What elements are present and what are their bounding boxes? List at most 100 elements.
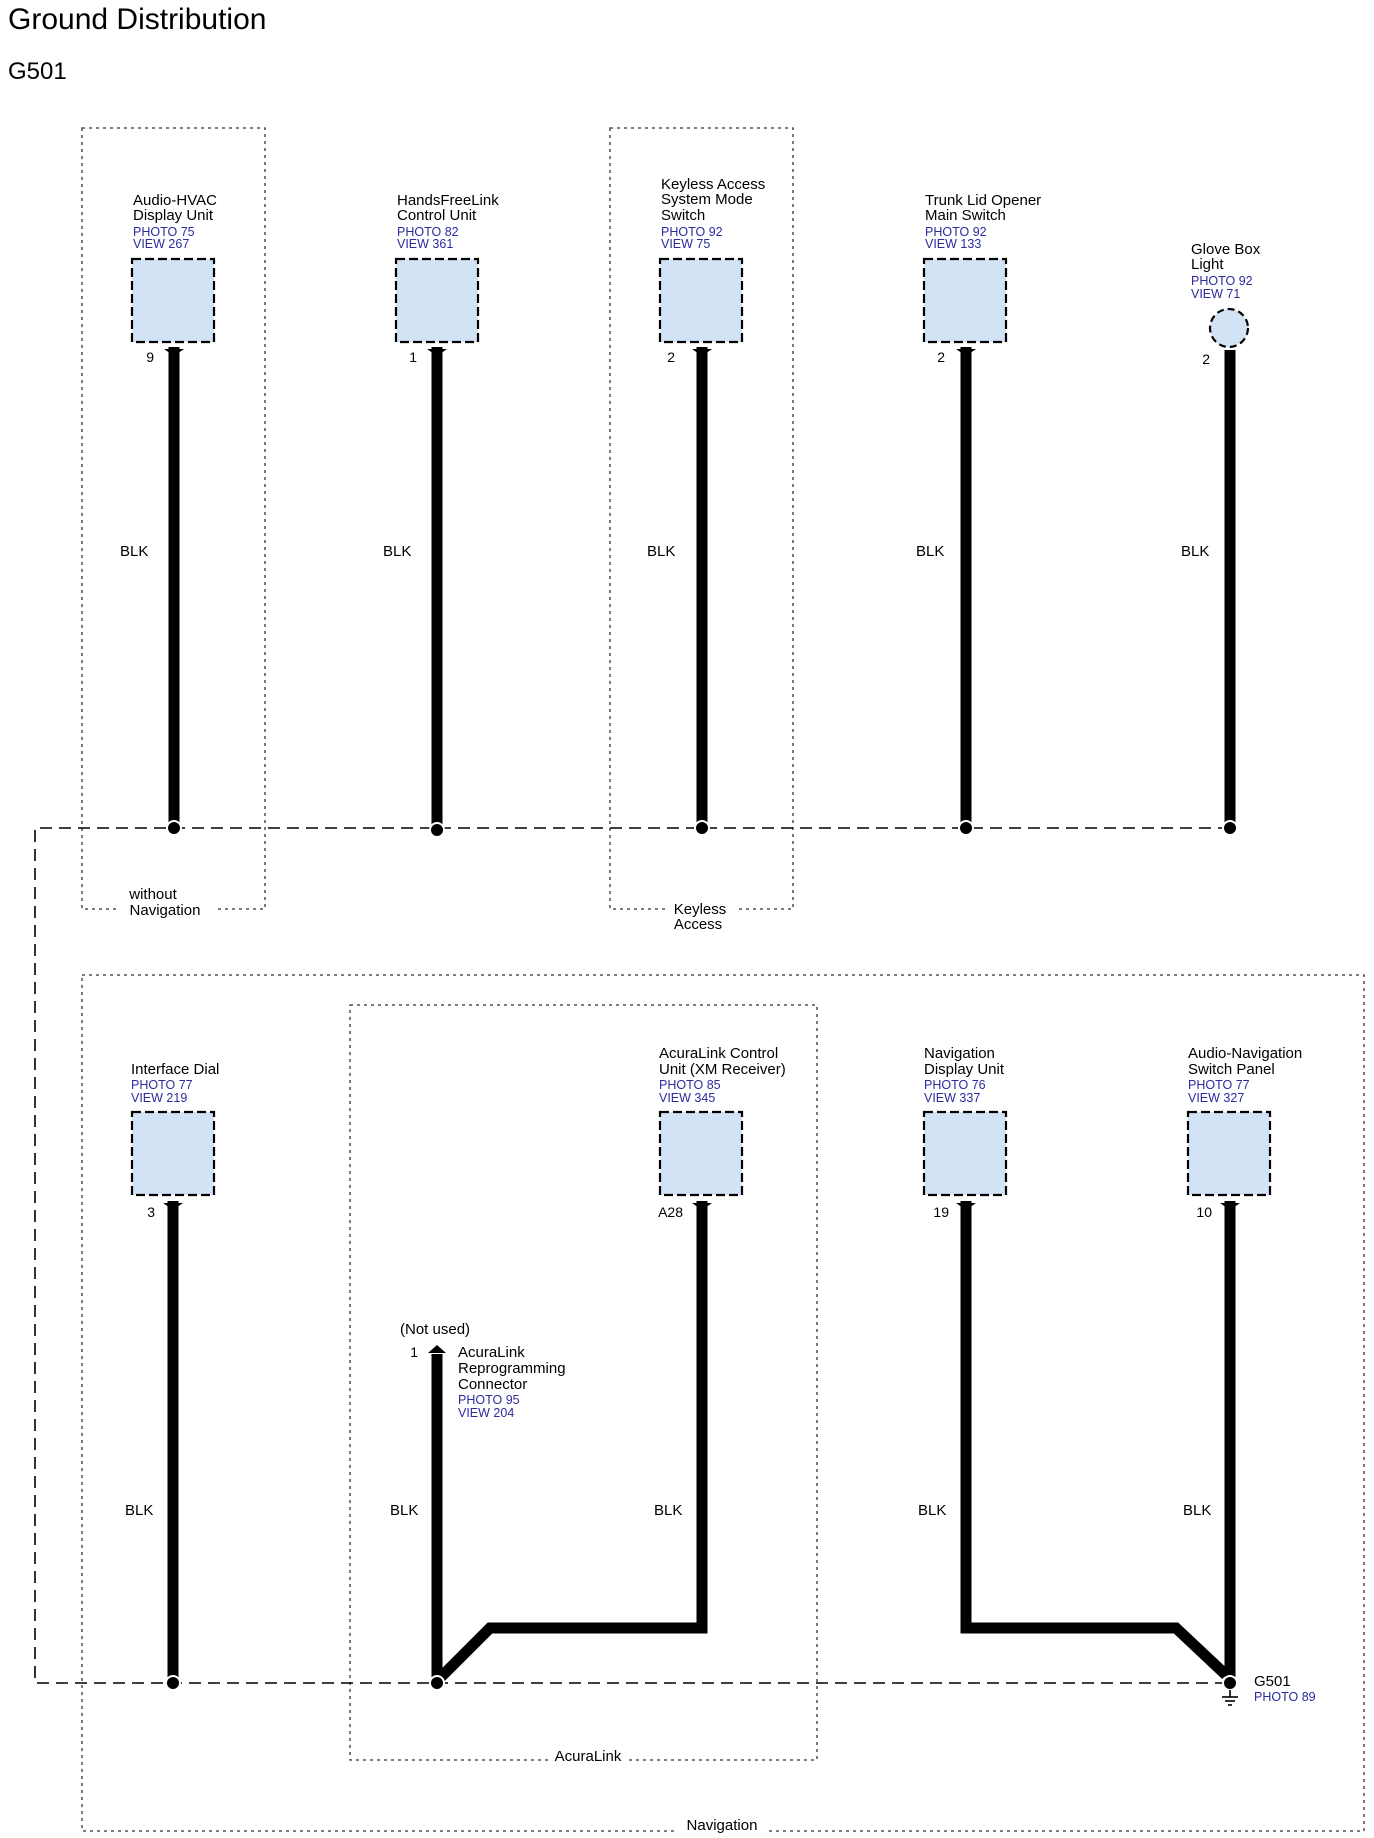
glovebox-connector (1208, 307, 1250, 349)
glovebox-name-line2: Light (1191, 256, 1224, 273)
keyless-photo-ref: PHOTO 92 (661, 225, 723, 239)
navigation-display-unit: Navigation Display Unit PHOTO 76 VIEW 33… (918, 1045, 1230, 1680)
keyless-access-label-1: Keyless (674, 901, 727, 918)
audio-nav-pin: 10 (1196, 1204, 1212, 1220)
trunk-photo-ref: PHOTO 92 (925, 225, 987, 239)
ground-name: G501 (1254, 1673, 1291, 1690)
trunk-splice (958, 820, 974, 836)
audio-hvac-view-ref: VIEW 267 (133, 237, 189, 251)
trunk-name-line1: Trunk Lid Opener (925, 192, 1041, 209)
keyless-pin: 2 (667, 349, 675, 365)
keyless-name-line2: System Mode (661, 191, 753, 208)
reprog-name-line2: Reprogramming (458, 1360, 566, 1377)
interface-dial-photo-ref: PHOTO 77 (131, 1078, 193, 1092)
keyless-access-switch: Keyless Access System Mode Switch PHOTO … (647, 176, 765, 836)
reprog-view-ref: VIEW 204 (458, 1406, 514, 1420)
reprog-name-line3: Connector (458, 1376, 527, 1393)
trunk-wire-color: BLK (916, 543, 944, 560)
glovebox-view-ref: VIEW 71 (1191, 287, 1240, 301)
ground-splice (1222, 1675, 1238, 1691)
navigation-box (81, 974, 1365, 1832)
acuralink-view-ref: VIEW 345 (659, 1091, 715, 1105)
keyless-access-box (609, 127, 794, 910)
audio-nav-name-line2: Switch Panel (1188, 1061, 1275, 1078)
acuralink-name-line1: AcuraLink Control (659, 1045, 778, 1062)
handsfreelink-view-ref: VIEW 361 (397, 237, 453, 251)
audio-hvac-name-line2: Display Unit (133, 207, 214, 224)
keyless-splice (694, 820, 710, 836)
keyless-name-line3: Switch (661, 207, 705, 224)
trunk-pin: 2 (937, 349, 945, 365)
reprog-splice (429, 1675, 445, 1691)
nav-display-connector (922, 1110, 1008, 1197)
acuralink-name-line2: Unit (XM Receiver) (659, 1061, 786, 1078)
glove-box-light: Glove Box Light PHOTO 92 VIEW 71 2 BLK (1181, 241, 1261, 836)
reprog-wire-color: BLK (390, 1502, 418, 1519)
nav-display-name-line1: Navigation (924, 1045, 995, 1062)
handsfreelink-name-line1: HandsFreeLink (397, 192, 499, 209)
glovebox-wire-color: BLK (1181, 543, 1209, 560)
acuralink-photo-ref: PHOTO 85 (659, 1078, 721, 1092)
handsfreelink-wire-color: BLK (383, 543, 411, 560)
handsfreelink-pin: 1 (409, 349, 417, 365)
reprog-photo-ref: PHOTO 95 (458, 1393, 520, 1407)
without-navigation-box (81, 127, 266, 910)
keyless-connector (658, 257, 744, 344)
reprog-name-line1: AcuraLink (458, 1344, 525, 1361)
keyless-access-label-2: Access (674, 916, 722, 933)
acuralink-box (349, 1004, 818, 1761)
handsfreelink-photo-ref: PHOTO 82 (397, 225, 459, 239)
audio-navigation-switch-panel: Audio-Navigation Switch Panel PHOTO 77 V… (1183, 1045, 1302, 1683)
page-subtitle: G501 (8, 58, 67, 85)
audio-nav-name-line1: Audio-Navigation (1188, 1045, 1302, 1062)
nav-display-name-line2: Display Unit (924, 1061, 1005, 1078)
keyless-name-line1: Keyless Access (661, 176, 765, 193)
interface-dial-connector (130, 1110, 216, 1197)
reprog-not-used-note: (Not used) (400, 1321, 470, 1338)
without-navigation-label-2: Navigation (130, 902, 201, 919)
audio-nav-wire-color: BLK (1183, 1502, 1211, 1519)
page-title: Ground Distribution (8, 3, 266, 36)
interface-dial-pin: 3 (147, 1204, 155, 1220)
keyless-view-ref: VIEW 75 (661, 237, 710, 251)
reprog-pin: 1 (410, 1344, 418, 1360)
nav-display-view-ref: VIEW 337 (924, 1091, 980, 1105)
handsfreelink-connector (394, 257, 480, 344)
interface-dial-view-ref: VIEW 219 (131, 1091, 187, 1105)
acuralink-wire (437, 1201, 708, 1681)
nav-display-wire-color: BLK (918, 1502, 946, 1519)
trunk-connector (922, 257, 1008, 344)
acuralink-wire-color: BLK (654, 1502, 682, 1519)
audio-hvac-wire-color: BLK (120, 543, 148, 560)
acuralink-reprogramming-connector: (Not used) 1 AcuraLink Reprogramming Con… (390, 1321, 566, 1691)
nav-display-pin: 19 (933, 1204, 949, 1220)
handsfreelink-name-line2: Control Unit (397, 207, 477, 224)
trunk-lid-opener-switch: Trunk Lid Opener Main Switch PHOTO 92 VI… (916, 192, 1041, 836)
audio-hvac-photo-ref: PHOTO 75 (133, 225, 195, 239)
ground-bus (34, 827, 1230, 1684)
glovebox-pin: 2 (1202, 351, 1210, 367)
interface-dial-splice (165, 1675, 181, 1691)
ground-photo-ref: PHOTO 89 (1254, 1690, 1316, 1704)
audio-nav-view-ref: VIEW 327 (1188, 1091, 1244, 1105)
trunk-name-line2: Main Switch (925, 207, 1006, 224)
audio-hvac-pin: 9 (146, 349, 154, 365)
acuralink-pin: A28 (658, 1204, 683, 1220)
audio-hvac-name-line1: Audio-HVAC (133, 192, 217, 209)
acuralink-label: AcuraLink (555, 1748, 622, 1765)
navigation-label: Navigation (687, 1817, 758, 1834)
keyless-wire-color: BLK (647, 543, 675, 560)
audio-hvac-display-unit: Audio-HVAC Display Unit PHOTO 75 VIEW 26… (120, 192, 217, 836)
acuralink-control-unit: AcuraLink Control Unit (XM Receiver) PHO… (437, 1045, 786, 1681)
interface-dial-name: Interface Dial (131, 1061, 219, 1078)
ground-g501: G501 PHOTO 89 (1222, 1673, 1316, 1706)
nav-display-wire (960, 1201, 1230, 1680)
acuralink-connector (658, 1110, 744, 1197)
handsfreelink-control-unit: HandsFreeLink Control Unit PHOTO 82 VIEW… (383, 192, 499, 838)
audio-hvac-connector (130, 257, 216, 344)
interface-dial: Interface Dial PHOTO 77 VIEW 219 3 BLK (125, 1061, 219, 1691)
interface-dial-wire-color: BLK (125, 1502, 153, 1519)
audio-nav-connector (1186, 1110, 1272, 1197)
without-navigation-label-1: without (128, 886, 177, 903)
